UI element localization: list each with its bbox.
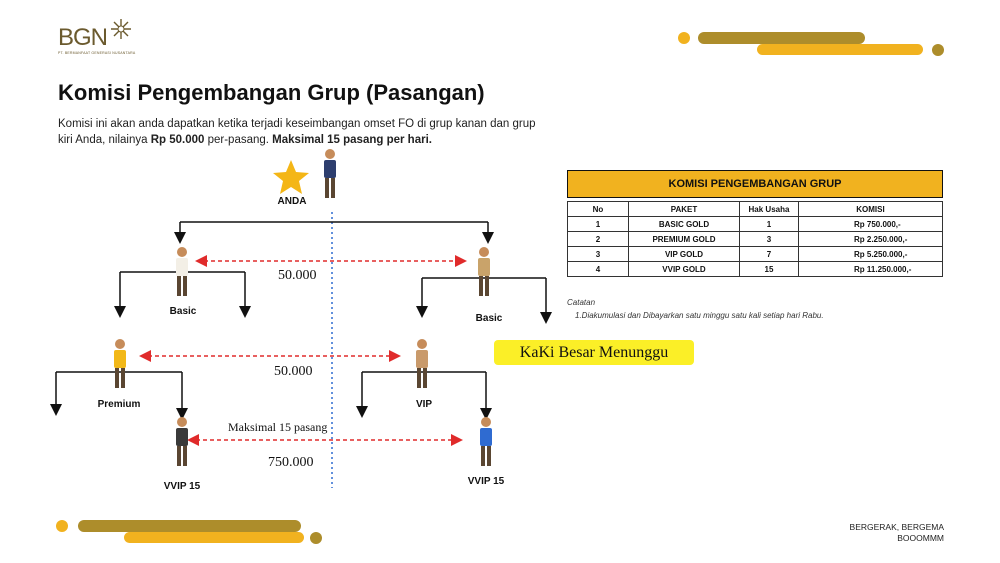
table-header: No [567, 201, 629, 217]
table-header: KOMISI [798, 201, 943, 217]
table-row: 1 BASIC GOLD 1 Rp 750.000,- [567, 216, 943, 232]
pair-2-amount: 50.000 [274, 364, 313, 379]
pair-3-amount: 750.000 [268, 455, 314, 470]
label-vip: VIP [415, 399, 433, 410]
label-right-vvip: VVIP 15 [467, 476, 505, 487]
star-burst-icon [111, 19, 131, 39]
person-premium-icon [114, 339, 126, 388]
person-left-basic-icon [176, 247, 188, 296]
person-vip-icon [416, 339, 428, 388]
label-root: ANDA [277, 196, 307, 207]
notes-title: Catatan [567, 298, 596, 307]
table-row: 2 PREMIUM GOLD 3 Rp 2.250.000,- [567, 231, 943, 247]
table-row: 3 VIP GOLD 7 Rp 5.250.000,- [567, 246, 943, 262]
pair-1-amount: 50.000 [278, 268, 317, 283]
max-pairs-label: Maksimal 15 pasang [228, 420, 328, 434]
label-right-basic: Basic [475, 313, 503, 324]
person-left-vvip-icon [176, 417, 188, 466]
person-right-basic-icon [478, 247, 490, 296]
table-header: Hak Usaha [739, 201, 799, 217]
label-left-basic: Basic [169, 306, 197, 317]
brand-logo: BGN PT. BERMANFAAT GENERASI NUSANTARA [58, 18, 138, 56]
commission-table-grid: No PAKET Hak Usaha KOMISI 1 BASIC GOLD 1… [567, 201, 943, 277]
notes-item: 1.Diakumulasi dan Dibayarkan satu minggu… [575, 311, 824, 320]
table-title: KOMISI PENGEMBANGAN GRUP [567, 170, 943, 198]
table-row: 4 VVIP GOLD 15 Rp 11.250.000,- [567, 261, 943, 277]
label-premium: Premium [97, 399, 141, 410]
person-root-icon [324, 149, 336, 198]
callout-badge: KaKi Besar Menunggu [494, 340, 694, 365]
star-icon [273, 160, 309, 194]
person-right-vvip-icon [480, 417, 492, 466]
label-left-vvip: VVIP 15 [163, 481, 201, 492]
table-header: PAKET [628, 201, 740, 217]
logo-text: BGN [58, 24, 108, 51]
commission-table: KOMISI PENGEMBANGAN GRUP No PAKET Hak Us… [567, 170, 943, 277]
logo-subtitle: PT. BERMANFAAT GENERASI NUSANTARA [58, 51, 136, 55]
footer-tagline: BERGERAK, BERGEMA BOOOMMM [849, 522, 944, 543]
page-description: Komisi ini akan anda dapatkan ketika ter… [58, 118, 536, 146]
pair-arrows [139, 255, 467, 446]
page-title: Komisi Pengembangan Grup (Pasangan) [58, 80, 485, 105]
